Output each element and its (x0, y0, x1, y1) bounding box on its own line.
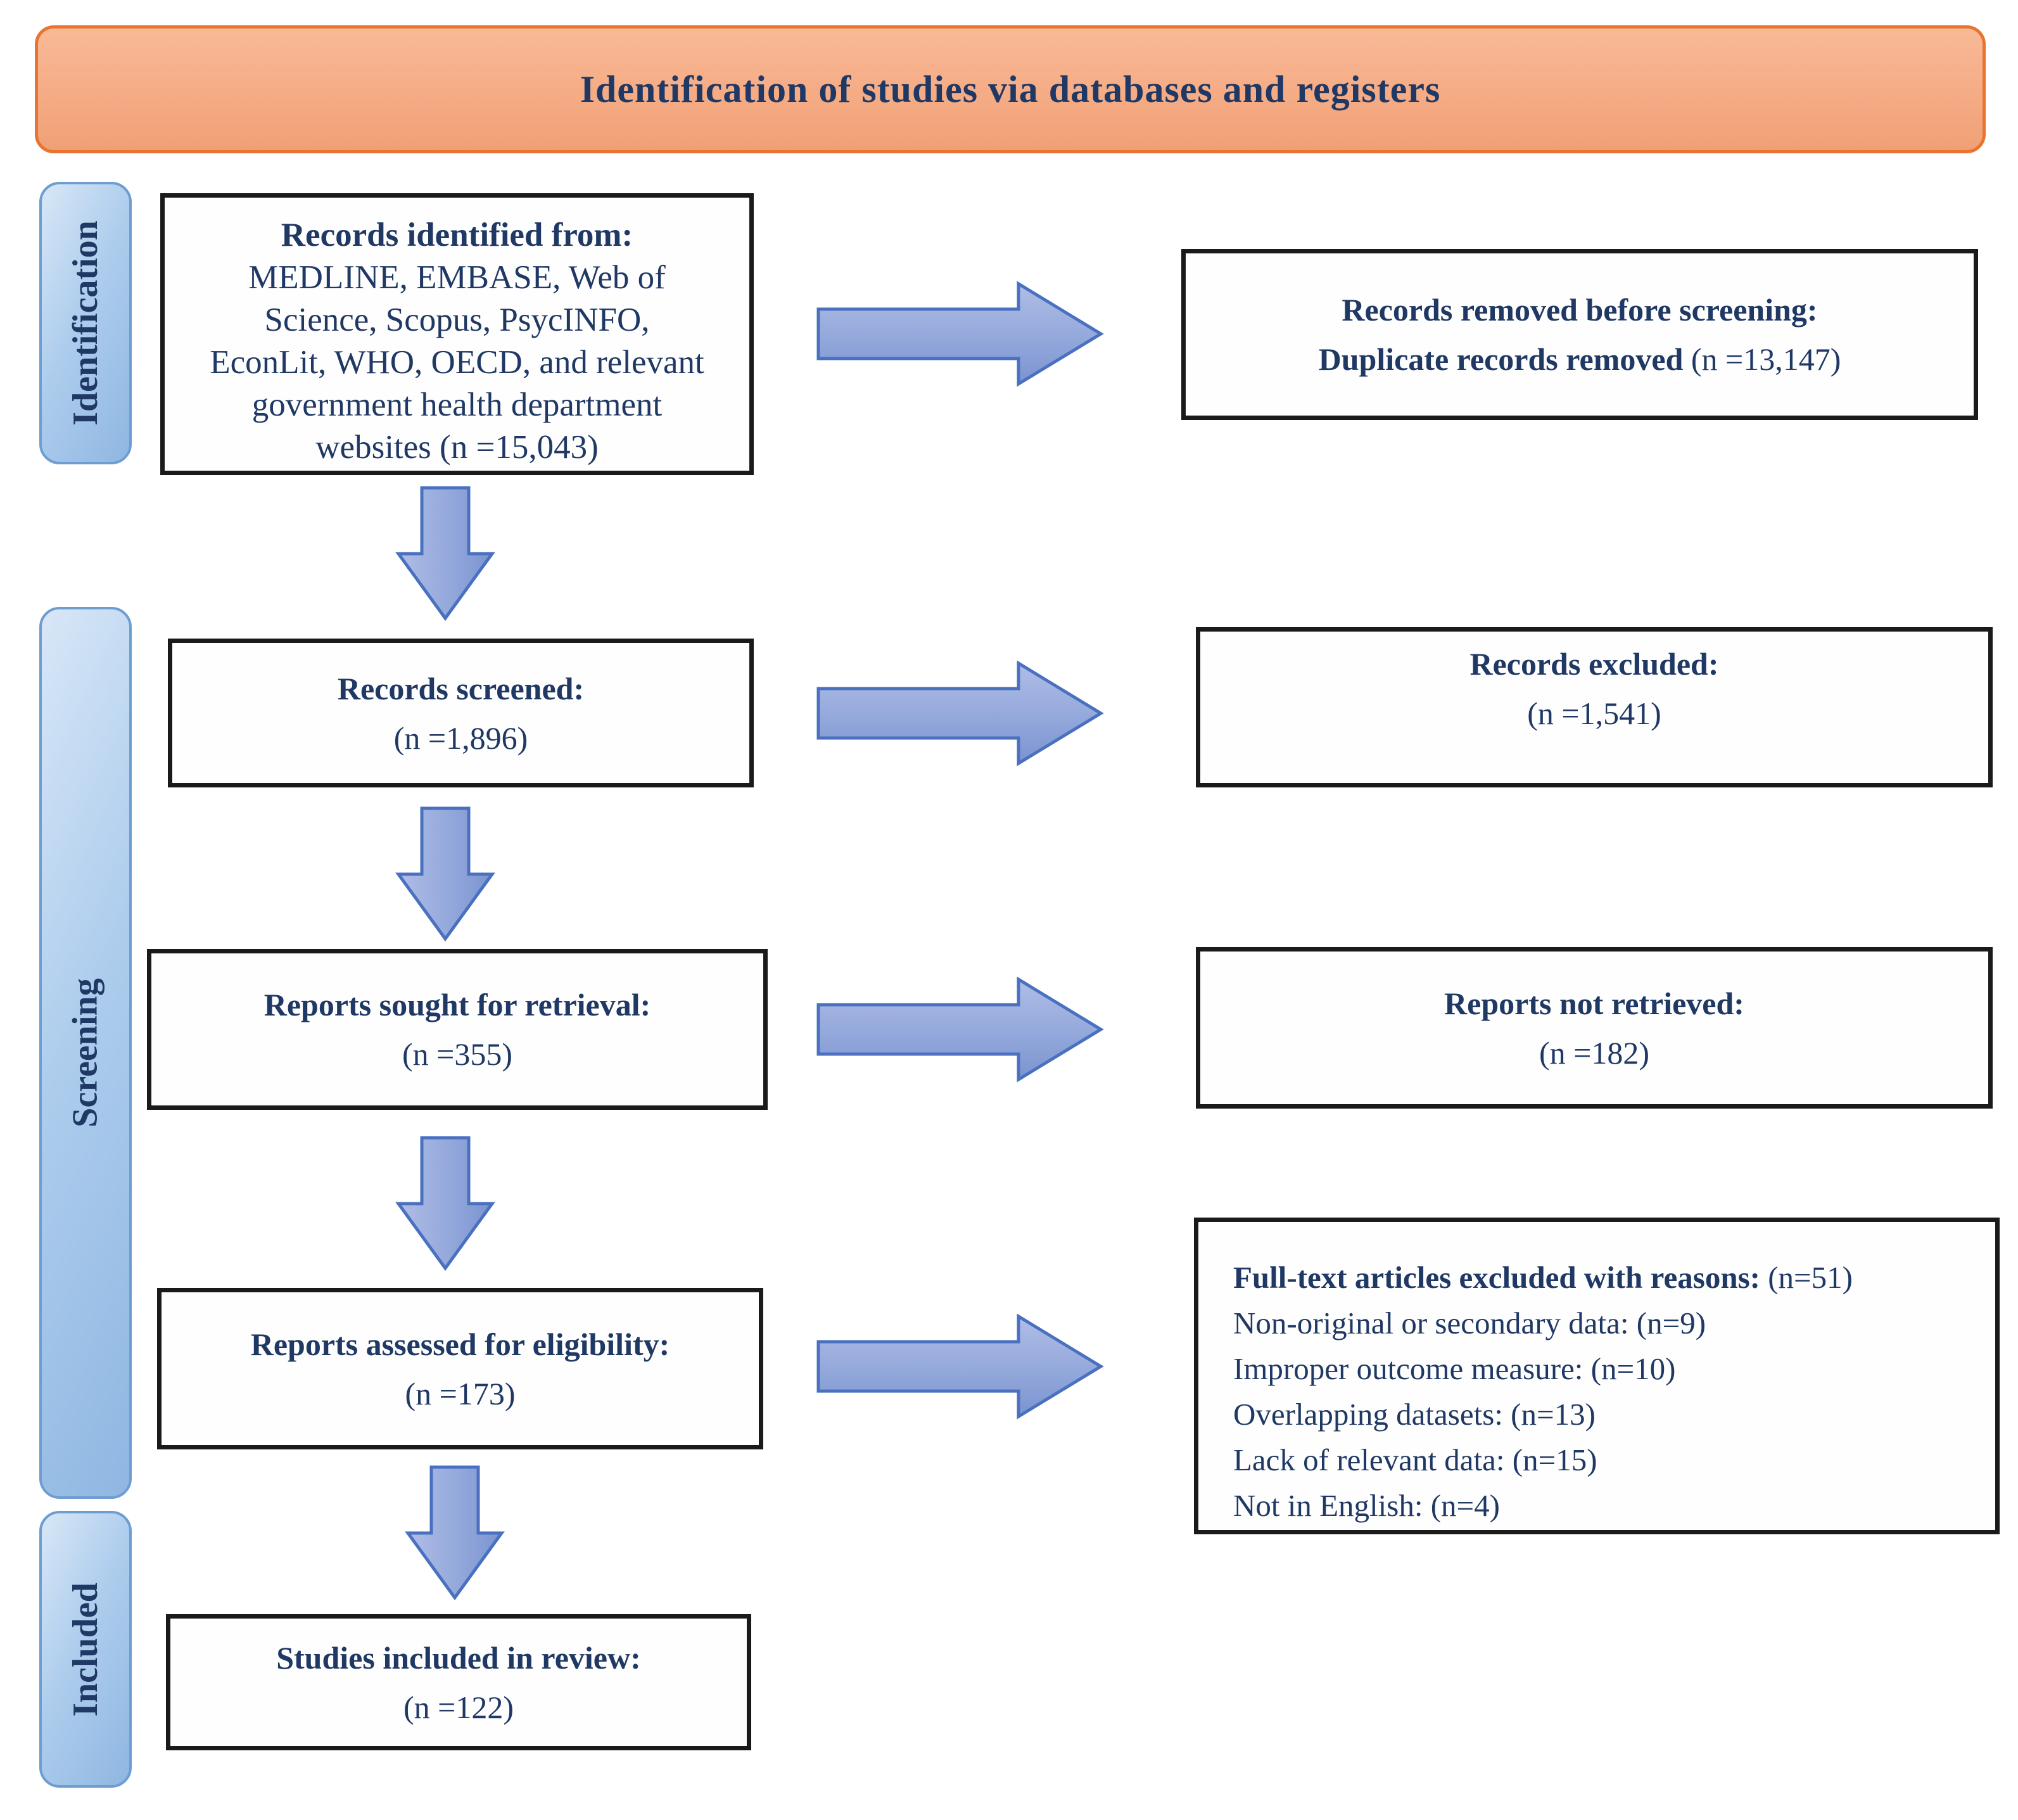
box-studies-included-count: (n =122) (403, 1689, 514, 1725)
box-records-identified-title: Records identified from: (281, 217, 633, 253)
arrow-down-icon (395, 806, 495, 942)
box-reports-not-retrieved-title: Reports not retrieved: (1444, 985, 1744, 1021)
box-records-removed-label: Duplicate records removed (1318, 341, 1684, 377)
arrow-right-icon (816, 660, 1104, 767)
stage-included-label: Included (66, 1582, 106, 1717)
box-reports-sought-count: (n =355) (402, 1036, 512, 1072)
box-records-identified-line: Science, Scopus, PsycINFO, (264, 302, 650, 338)
box-records-screened: Records screened: (n =1,896) (168, 639, 754, 787)
stage-identification-label: Identification (66, 220, 105, 426)
box-records-identified-line: government health department (251, 386, 663, 423)
stage-identification: Identification (39, 182, 132, 464)
box-fulltext-excluded-titleline: Full-text articles excluded with reasons… (1233, 1255, 1853, 1301)
box-fulltext-excluded-count: (n=51) (1760, 1260, 1853, 1295)
box-records-removed-count: (n =13,147) (1683, 341, 1841, 377)
stage-included: Included (39, 1511, 132, 1788)
diagram-title: Identification of studies via databases … (580, 68, 1441, 110)
box-records-excluded-count: (n =1,541) (1527, 695, 1661, 731)
box-reports-sought-title: Reports sought for retrieval: (263, 987, 651, 1022)
box-records-removed: Records removed before screening: Duplic… (1181, 249, 1978, 420)
arrow-right-icon (816, 976, 1104, 1083)
arrow-right-icon (816, 281, 1104, 387)
box-reports-not-retrieved: Reports not retrieved: (n =182) (1196, 947, 1993, 1109)
box-records-removed-title: Records removed before screening: (1342, 292, 1818, 328)
box-reports-assessed: Reports assessed for eligibility: (n =17… (157, 1288, 763, 1449)
stage-screening: Screening (39, 607, 132, 1499)
fulltext-excluded-reason: Lack of relevant data: (n=15) (1233, 1442, 1597, 1477)
box-records-screened-count: (n =1,896) (393, 720, 528, 756)
fulltext-excluded-reason: Overlapping datasets: (n=13) (1233, 1397, 1596, 1432)
box-records-identified-line: EconLit, WHO, OECD, and relevant (210, 344, 704, 381)
box-reports-assessed-count: (n =173) (405, 1375, 516, 1411)
box-records-excluded: Records excluded: (n =1,541) (1196, 627, 1993, 787)
fulltext-excluded-reason: Non-original or secondary data: (n=9) (1233, 1306, 1706, 1340)
box-records-screened-title: Records screened: (337, 670, 585, 706)
arrow-down-icon (395, 486, 495, 621)
box-fulltext-excluded-title: Full-text articles excluded with reasons… (1233, 1260, 1760, 1295)
box-studies-included-title: Studies included in review: (276, 1639, 641, 1676)
box-studies-included: Studies included in review: (n =122) (166, 1614, 751, 1750)
box-records-removed-detail: Duplicate records removed (n =13,147) (1319, 334, 1841, 384)
box-records-identified-line: MEDLINE, EMBASE, Web of (248, 259, 666, 296)
box-reports-sought: Reports sought for retrieval: (n =355) (147, 949, 768, 1110)
arrow-right-icon (816, 1313, 1104, 1420)
stage-screening-label: Screening (66, 978, 105, 1128)
fulltext-excluded-reason: Not in English: (n=4) (1233, 1488, 1500, 1523)
fulltext-excluded-reason: Improper outcome measure: (n=10) (1233, 1351, 1676, 1386)
box-reports-assessed-title: Reports assessed for eligibility: (250, 1326, 670, 1362)
box-records-excluded-title: Records excluded: (1469, 646, 1719, 682)
arrow-down-icon (395, 1136, 495, 1271)
header-banner: Identification of studies via databases … (35, 25, 1986, 153)
box-records-identified: Records identified from: MEDLINE, EMBASE… (160, 193, 754, 475)
box-records-identified-line: websites (n =15,043) (315, 429, 599, 466)
box-fulltext-excluded: Full-text articles excluded with reasons… (1194, 1218, 2000, 1534)
box-reports-not-retrieved-count: (n =182) (1539, 1034, 1649, 1071)
arrow-down-icon (405, 1465, 505, 1601)
